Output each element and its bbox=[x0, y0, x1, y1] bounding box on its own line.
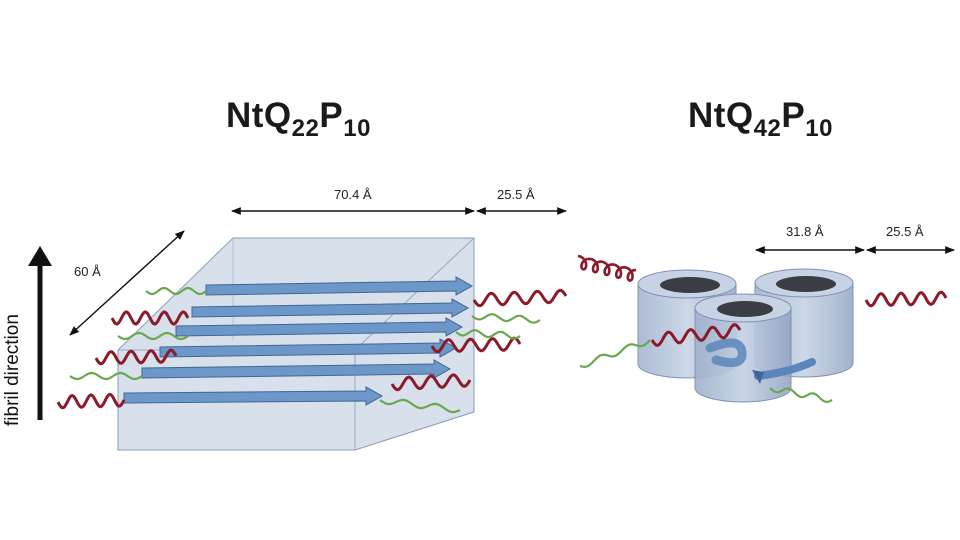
helix-tail-8 bbox=[430, 336, 522, 354]
coil-tail-right-3 bbox=[579, 339, 651, 369]
depth-arrow-60 bbox=[69, 230, 185, 336]
coil-tail-10 bbox=[471, 313, 541, 324]
dimension-label-60: 60 Å bbox=[74, 264, 101, 279]
beta-strand-1 bbox=[205, 276, 474, 296]
dimension-label-25-5-right: 25.5 Å bbox=[886, 224, 924, 239]
tails-right bbox=[577, 254, 948, 404]
tails-left bbox=[56, 286, 568, 414]
beta-strand-6 bbox=[123, 386, 384, 406]
beta-strand-2 bbox=[191, 298, 470, 318]
coil-tail-right-4 bbox=[769, 387, 833, 404]
beta-strand-4 bbox=[159, 338, 458, 358]
beta-strands bbox=[123, 276, 474, 406]
title-ntq22p10: NtQ22P10 bbox=[226, 96, 371, 142]
helix-tail-right-1 bbox=[650, 323, 742, 347]
coil-tail-11 bbox=[455, 329, 521, 340]
helix-tail-2 bbox=[94, 348, 178, 366]
helix-coil-spring bbox=[577, 254, 637, 282]
coil-tail-4 bbox=[145, 286, 207, 296]
fibril-direction-label: fibril direction bbox=[2, 314, 23, 426]
cylinder-assembly bbox=[637, 268, 854, 403]
coil-tail-12 bbox=[379, 398, 461, 414]
helix-tail-9 bbox=[390, 373, 472, 392]
cylinder-bottom-strand bbox=[754, 358, 816, 380]
helix-tail-7 bbox=[472, 288, 568, 308]
helix-tail-3 bbox=[56, 392, 126, 410]
dimension-label-25-5-left: 25.5 Å bbox=[497, 187, 535, 202]
helix-tail-right-2 bbox=[864, 290, 948, 308]
cylinder-inner-strand bbox=[705, 338, 747, 368]
fibril-direction-arrow bbox=[28, 246, 52, 420]
beta-strand-5 bbox=[141, 359, 452, 379]
dimension-arrows-left bbox=[69, 207, 567, 336]
helix-tail-1 bbox=[110, 310, 190, 326]
title-ntq42p10: NtQ42P10 bbox=[688, 96, 833, 142]
dimension-label-31-8: 31.8 Å bbox=[786, 224, 824, 239]
dimension-label-70-4: 70.4 Å bbox=[334, 187, 372, 202]
beta-strand-3 bbox=[175, 317, 464, 337]
coil-tail-5 bbox=[117, 331, 189, 341]
coil-tail-6 bbox=[69, 371, 143, 381]
